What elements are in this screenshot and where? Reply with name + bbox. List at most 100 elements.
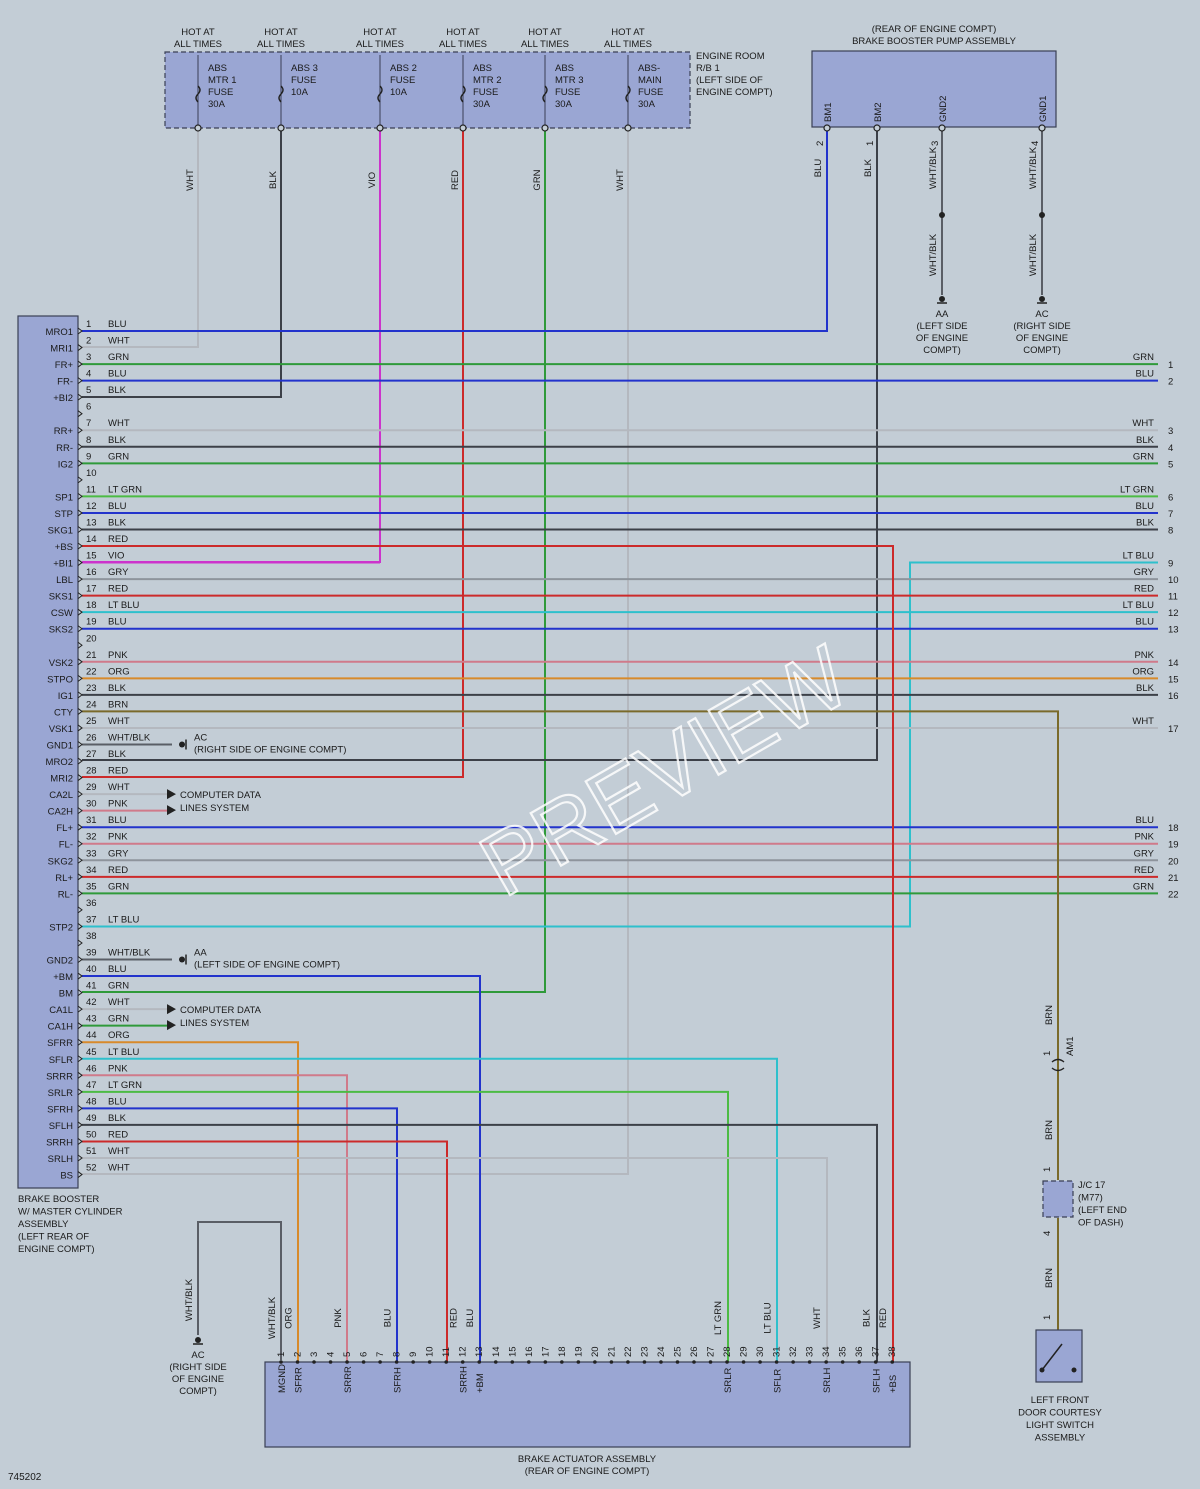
actuator-pin-label: MGND bbox=[277, 1364, 288, 1393]
wire-bs bbox=[82, 545, 894, 1375]
switch-caption: DOOR COURTESY bbox=[1018, 1408, 1102, 1419]
actuator-pin-number: 26 bbox=[689, 1346, 700, 1357]
module-caption: BRAKE BOOSTER bbox=[18, 1194, 99, 1205]
actuator-pin-number: 1 bbox=[276, 1352, 287, 1357]
actuator-wire-color: RED bbox=[878, 1308, 889, 1328]
module-pin-number: 33 bbox=[86, 848, 97, 859]
pin-chevron bbox=[77, 542, 83, 550]
note-text: LINES SYSTEM bbox=[180, 1018, 249, 1029]
module-pin-label: BM bbox=[59, 989, 73, 1000]
module-pin-color: BLU bbox=[108, 319, 127, 330]
pump-terminal bbox=[873, 124, 881, 132]
module-pin-color: GRN bbox=[108, 352, 129, 363]
output-number: 21 bbox=[1168, 873, 1179, 884]
ground-desc: (RIGHT SIDE bbox=[169, 1362, 226, 1373]
fuse-element-icon bbox=[195, 85, 201, 103]
module-pin-label: MRO1 bbox=[46, 327, 73, 338]
pin-chevron bbox=[77, 807, 83, 815]
actuator-wire-color: WHT bbox=[812, 1307, 823, 1329]
ground-desc: OF ENGINE bbox=[916, 333, 968, 344]
actuator-pin-number: 18 bbox=[557, 1346, 568, 1357]
pin-chevron bbox=[77, 856, 83, 864]
module-pin-color: GRN bbox=[108, 451, 129, 462]
output-number: 19 bbox=[1168, 840, 1179, 851]
ground-desc: COMPT) bbox=[1023, 345, 1060, 356]
ground-desc: OF ENGINE bbox=[1016, 333, 1068, 344]
module-pin-color: BLK bbox=[108, 749, 127, 760]
output-wire-color: ORG bbox=[1132, 666, 1154, 677]
pump-wire-color: WHT/BLK bbox=[928, 146, 939, 189]
output-number: 3 bbox=[1168, 426, 1173, 437]
output-number: 9 bbox=[1168, 559, 1173, 570]
output-number: 15 bbox=[1168, 674, 1179, 685]
pump-wire-color: BLK bbox=[863, 158, 874, 177]
fuse-box-title: ENGINE ROOM bbox=[696, 51, 765, 62]
actuator-terminal bbox=[576, 1360, 581, 1364]
actuator-pin-number: 27 bbox=[706, 1346, 717, 1357]
pin-chevron bbox=[77, 889, 83, 897]
module-pin-label: FL- bbox=[59, 840, 73, 851]
fuse-terminal bbox=[194, 124, 202, 132]
fuse-element-icon bbox=[625, 85, 631, 103]
actuator-wire-color: WHT/BLK bbox=[184, 1278, 195, 1321]
wire-cty bbox=[82, 710, 1059, 1060]
actuator-pin-label: +BS bbox=[888, 1375, 899, 1393]
wire-pump-bm2 bbox=[82, 131, 878, 761]
module-pin-label: +BI2 bbox=[53, 393, 73, 404]
actuator-terminal bbox=[361, 1360, 366, 1364]
output-wire-color: GRN bbox=[1133, 352, 1154, 363]
actuator-terminal bbox=[460, 1360, 465, 1364]
module-pin-number: 1 bbox=[86, 319, 91, 330]
fuse-name: MAIN bbox=[638, 75, 662, 86]
pump-wire-color: WHT/BLK bbox=[1028, 233, 1039, 276]
module-pin-number: 3 bbox=[86, 352, 91, 363]
module-pin-number: 48 bbox=[86, 1096, 97, 1107]
module-pin-color: PNK bbox=[108, 799, 128, 810]
actuator-pin-number: 21 bbox=[606, 1346, 617, 1357]
actuator-pin-label: +BM bbox=[475, 1373, 486, 1393]
module-pin-color: WHT bbox=[108, 782, 130, 793]
actuator-pin-number: 3 bbox=[309, 1352, 320, 1357]
wire-sfrh bbox=[82, 1107, 398, 1375]
actuator-pin-number: 11 bbox=[441, 1347, 452, 1357]
pin-chevron bbox=[77, 509, 83, 517]
module-pin-label: GND1 bbox=[47, 741, 73, 752]
module-pin-number: 52 bbox=[86, 1163, 97, 1174]
actuator-terminal bbox=[824, 1360, 828, 1364]
pin-chevron bbox=[77, 641, 83, 649]
module-pin-color: WHT/BLK bbox=[108, 733, 151, 744]
pump-wire-color: WHT/BLK bbox=[1028, 146, 1039, 189]
module-pin-color: PNK bbox=[108, 1063, 128, 1074]
actuator-pin-label: SRRH bbox=[459, 1366, 470, 1393]
actuator-pin-label: SRRR bbox=[343, 1366, 354, 1393]
wire-fuse-6 bbox=[82, 131, 629, 1175]
pump-title: BRAKE BOOSTER PUMP ASSEMBLY bbox=[852, 36, 1017, 47]
output-wire-color: RED bbox=[1134, 865, 1154, 876]
module-pin-label: CSW bbox=[51, 608, 73, 619]
module-pin-label: SRLR bbox=[48, 1088, 73, 1099]
pin-chevron bbox=[77, 1038, 83, 1046]
pump-wire-color: BLU bbox=[813, 159, 824, 178]
module-pin-color: PNK bbox=[108, 832, 128, 843]
pin-chevron bbox=[77, 691, 83, 699]
module-pin-label: VSK1 bbox=[49, 724, 73, 735]
actuator-terminal bbox=[295, 1360, 300, 1364]
fuse-hot-label: ALL TIMES bbox=[174, 39, 222, 50]
pin-chevron bbox=[77, 459, 83, 467]
actuator-terminal bbox=[692, 1360, 696, 1364]
wire-bm bbox=[82, 975, 481, 1375]
module-pin-number: 4 bbox=[86, 369, 91, 380]
output-wire-color: LT GRN bbox=[1120, 484, 1154, 495]
module-pin-label: SFRR bbox=[47, 1038, 73, 1049]
fuse-name: 30A bbox=[555, 99, 573, 110]
fuse-wire-color: RED bbox=[450, 170, 461, 190]
actuator-pin-number: 19 bbox=[573, 1346, 584, 1357]
fuse-name: 30A bbox=[473, 99, 491, 110]
module-pin-number: 47 bbox=[86, 1080, 97, 1091]
actuator-terminal bbox=[493, 1360, 498, 1364]
note-id: AA bbox=[194, 948, 207, 959]
output-wire-color: GRN bbox=[1133, 881, 1154, 892]
actuator-terminal bbox=[394, 1360, 399, 1364]
module-pin-number: 45 bbox=[86, 1047, 97, 1058]
